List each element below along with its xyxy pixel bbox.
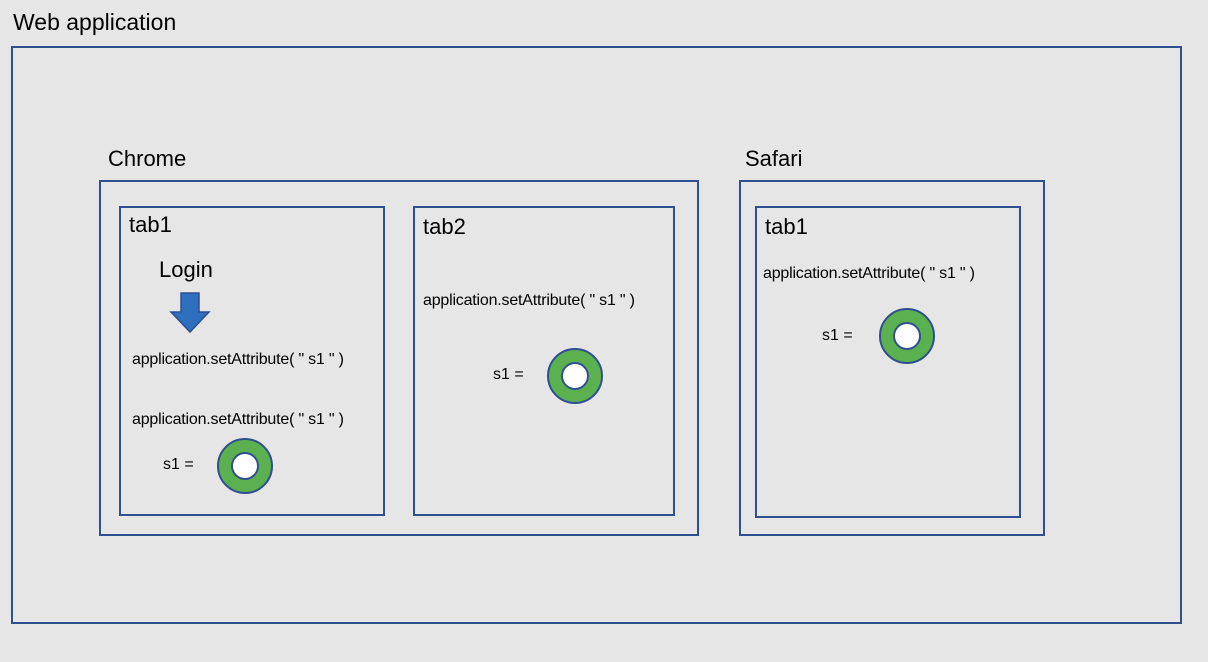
chrome-tab2-label: tab2 bbox=[423, 214, 466, 239]
safari-tab1-label: tab1 bbox=[765, 214, 808, 239]
safari-window bbox=[739, 180, 1045, 536]
app-title: Web application bbox=[13, 9, 177, 35]
chrome-tab2-var-label: s1 = bbox=[493, 366, 524, 383]
arrow-down-icon bbox=[169, 292, 211, 334]
chrome-tab1-code-line-2: application.setAttribute( " s1 " ) bbox=[132, 411, 344, 428]
chrome-tab2-code-line: application.setAttribute( " s1 " ) bbox=[423, 292, 635, 309]
chrome-window bbox=[99, 180, 699, 536]
chrome-label: Chrome bbox=[108, 146, 187, 171]
safari-label: Safari bbox=[745, 146, 803, 171]
chrome-tab1-code-line-1: application.setAttribute( " s1 " ) bbox=[132, 351, 344, 368]
ring-icon bbox=[547, 348, 603, 404]
chrome-tab1 bbox=[119, 206, 385, 516]
safari-tab1-code-line: application.setAttribute( " s1 " ) bbox=[763, 265, 975, 282]
login-label: Login bbox=[159, 257, 213, 282]
ring-icon bbox=[879, 308, 935, 364]
safari-tab1 bbox=[755, 206, 1021, 518]
safari-tab1-var-label: s1 = bbox=[822, 327, 853, 344]
ring-icon bbox=[217, 438, 273, 494]
chrome-tab1-label: tab1 bbox=[129, 212, 172, 237]
web-application-frame bbox=[11, 46, 1182, 624]
chrome-tab1-var-label: s1 = bbox=[163, 456, 194, 473]
chrome-tab2 bbox=[413, 206, 675, 516]
